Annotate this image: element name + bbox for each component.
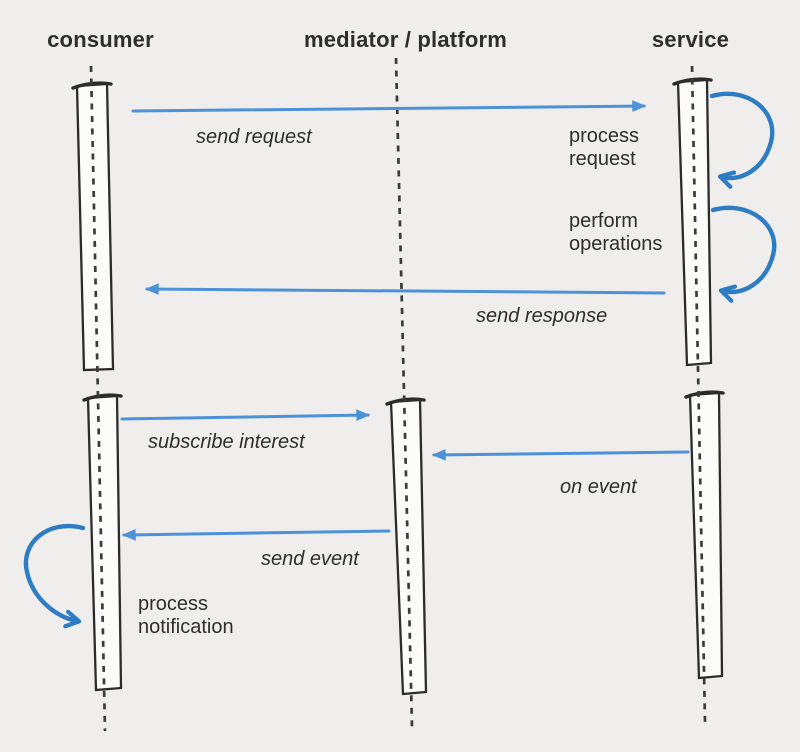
perform-operations-loop-arrow — [710, 205, 777, 303]
activation-bar-service-event — [688, 391, 724, 680]
action-label-process-request: process request — [569, 125, 640, 171]
message-label-subscribe-interest: subscribe interest — [148, 431, 305, 453]
lifeline-consumer — [89, 65, 107, 732]
lifelines — [89, 57, 707, 732]
message-label-on-event: on event — [560, 476, 637, 498]
process-notification-loop-arrow — [23, 523, 86, 629]
activation-bar-service-event-cap — [684, 390, 725, 399]
lifeline-service — [690, 65, 707, 723]
on-event-arrow — [431, 448, 690, 461]
self-loop-arrows — [23, 91, 777, 629]
send-event-arrow — [121, 528, 391, 541]
subscribe-interest-arrow — [120, 409, 371, 422]
actor-label-mediator: mediator / platform — [303, 27, 508, 52]
message-label-send-response: send response — [476, 305, 608, 327]
action-label-perform-operations: perform operations — [569, 210, 663, 256]
activation-bar-consumer-subscribe-cap — [82, 393, 123, 402]
send-response-arrow — [144, 283, 666, 295]
send-request-arrow — [131, 100, 647, 113]
process-request-loop-arrow — [709, 91, 775, 189]
message-label-send-request: send request — [196, 126, 312, 148]
message-label-send-event: send event — [261, 548, 359, 570]
activation-bar-mediator-cap — [385, 397, 426, 406]
action-label-process-notification: process notification — [138, 593, 234, 639]
activation-bar-consumer-request — [75, 82, 115, 372]
actor-label-service: service — [651, 27, 730, 52]
activation-bars — [71, 77, 725, 696]
actor-label-consumer: consumer — [47, 27, 154, 52]
message-arrows — [120, 100, 690, 541]
